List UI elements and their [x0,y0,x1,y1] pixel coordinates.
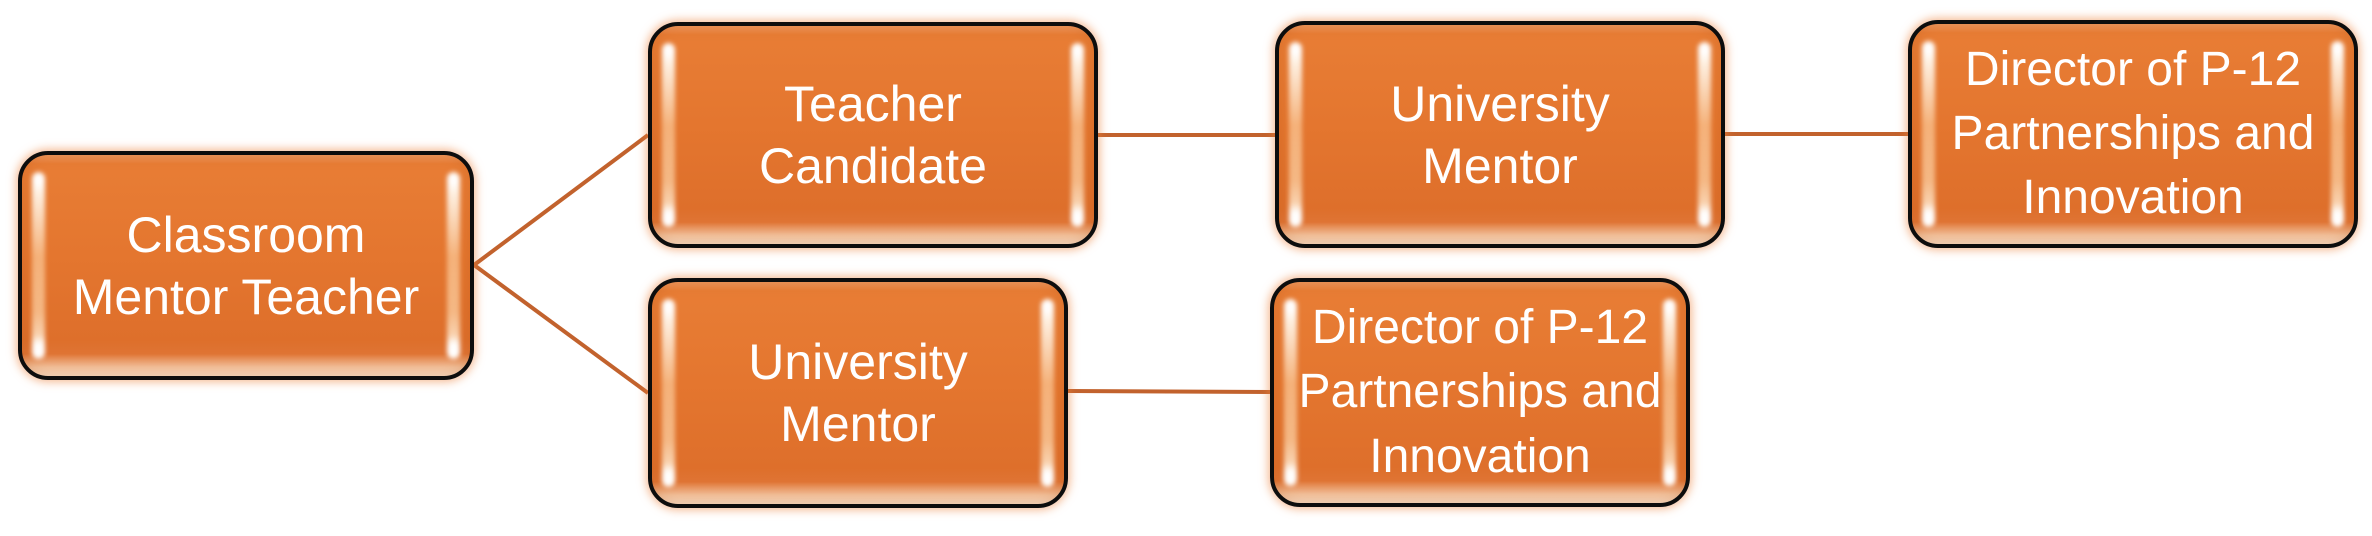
node-label: University Mentor [748,334,968,452]
connector-university-mentor-bottom-to-director-bottom [1067,389,1271,394]
node-label: Director of P-12 Partnerships and Innova… [1298,301,1662,483]
node-university-mentor-bottom: University Mentor [648,278,1068,508]
node-label: Classroom Mentor Teacher [72,206,420,325]
node-teacher-candidate: Teacher Candidate [648,22,1098,248]
node-university-mentor-top: University Mentor [1275,21,1725,248]
node-classroom-mentor-teacher: Classroom Mentor Teacher [18,151,474,380]
connector-classroom-to-university-mentor-bottom [472,263,650,395]
node-label: University Mentor [1390,75,1610,194]
node-director-p12-top: Director of P-12 Partnerships and Innova… [1908,20,2358,248]
node-label: Director of P-12 Partnerships and Innova… [1951,42,2315,225]
connector-classroom-to-teacher-candidate [472,133,650,267]
node-label: Teacher Candidate [759,76,987,194]
node-director-p12-bottom: Director of P-12 Partnerships and Innova… [1270,278,1690,507]
